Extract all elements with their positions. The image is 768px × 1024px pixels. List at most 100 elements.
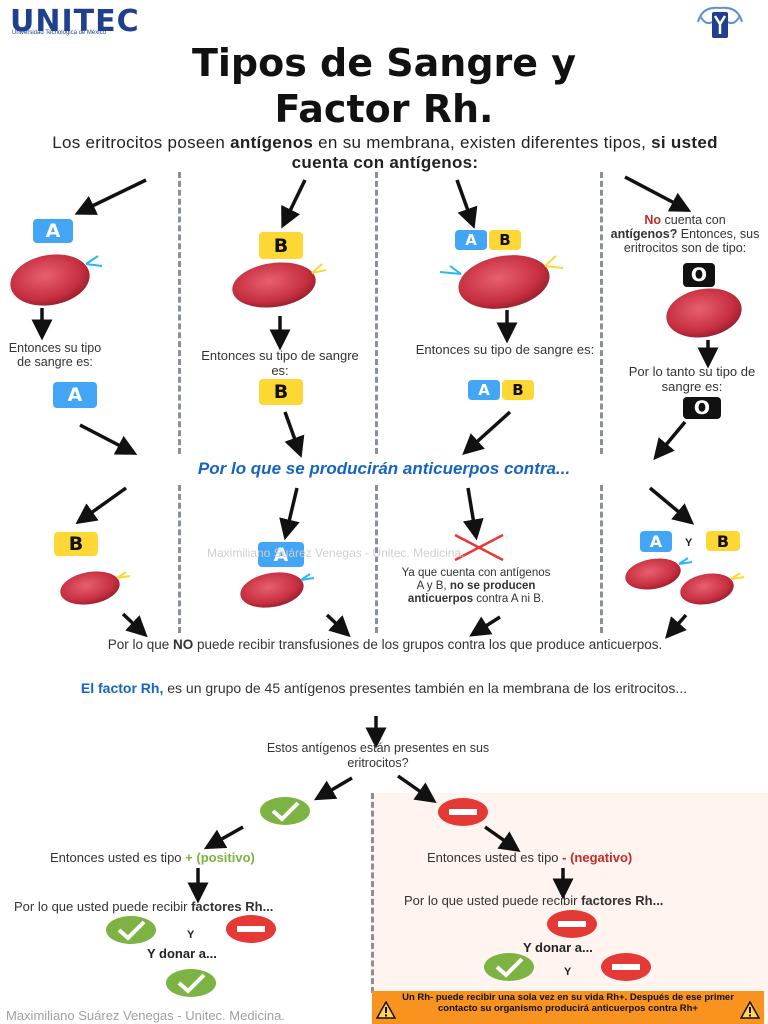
rh-positive-donate: Y donar a... bbox=[147, 946, 217, 961]
blood-type-tag-ab-b: B bbox=[502, 380, 534, 400]
rh-negative-sign: - (negativo) bbox=[562, 850, 633, 865]
rh-negative-receive-bold: factores Rh... bbox=[581, 893, 664, 908]
column-ab-result-text: Entonces su tipo de sangre es: bbox=[415, 342, 595, 357]
rh-positive-receive-text: Por lo que usted puede recibir bbox=[14, 899, 192, 914]
rh-positive-sign: + (positivo) bbox=[185, 850, 255, 865]
rh-negative-label: Entonces usted es tipo bbox=[427, 850, 563, 865]
page-title: Tipos de Sangre y Factor Rh. bbox=[0, 40, 768, 132]
warning-icon bbox=[376, 1001, 396, 1019]
unitec-logo-subtitle: Universidad Tecnológica de México bbox=[12, 30, 106, 36]
separator-rh bbox=[371, 793, 374, 993]
antibody-tag-b: B bbox=[54, 532, 98, 556]
column-o-text2: Entonces, sus eritrocitos son de tipo: bbox=[623, 227, 760, 255]
separator-6 bbox=[600, 485, 603, 633]
footer-credit: Maximiliano Suárez Venegas - Unitec. Med… bbox=[6, 1008, 285, 1023]
rh-positive-receive: Por lo que usted puede recibir factores … bbox=[14, 899, 374, 914]
warning-icon bbox=[740, 1001, 760, 1019]
column-a-result-text: Entonces su tipo de sangre es: bbox=[8, 341, 102, 369]
antibody-tag-o-b: B bbox=[706, 531, 740, 551]
red-blood-cell-antibody-a bbox=[240, 572, 315, 608]
rh-negative-receive: Por lo que usted puede recibir factores … bbox=[404, 893, 764, 908]
antigen-tag-o: O bbox=[683, 263, 715, 287]
blood-type-tag-ab-a: A bbox=[468, 380, 500, 400]
antibodies-heading: Por lo que se producirán anticuerpos con… bbox=[197, 459, 571, 478]
transfusion-part-2: puede recibir transfusiones de los grupo… bbox=[193, 637, 663, 652]
arrow-to-a bbox=[74, 178, 147, 215]
transfusion-text: Por lo que NO puede recibir transfusione… bbox=[30, 637, 740, 652]
blood-type-tag-a: A bbox=[53, 382, 97, 408]
blood-type-tag-o: O bbox=[683, 397, 721, 419]
minus-icon-receive-neg bbox=[547, 910, 597, 938]
column-o-question: No cuenta con antígenos? Entonces, sus e… bbox=[610, 213, 760, 255]
check-icon-rh-yes bbox=[260, 797, 310, 825]
unitec-logo: UNITEC bbox=[10, 4, 140, 39]
red-blood-cell-b bbox=[232, 262, 327, 308]
red-blood-cell-a bbox=[10, 254, 103, 306]
column-b-result-text: Entonces su tipo de sangre es: bbox=[201, 348, 359, 378]
rh-notice-banner: Un Rh- puede recibir una sola vez en su … bbox=[372, 991, 764, 1024]
red-blood-cell-antibody-o-a bbox=[625, 557, 693, 590]
ab-text-2: contra A ni B. bbox=[473, 593, 545, 605]
check-icon-receive-1 bbox=[106, 916, 156, 944]
rh-positive-receive-bold: factores Rh... bbox=[191, 899, 274, 914]
red-blood-cell-ab bbox=[439, 255, 564, 309]
rh-notice-text: Un Rh- puede recibir una sola vez en su … bbox=[402, 992, 734, 1014]
transfusion-part-1: Por lo que bbox=[107, 637, 173, 652]
minus-icon-donate-neg bbox=[601, 953, 651, 981]
antigen-tag-ab-a: A bbox=[455, 230, 487, 250]
intro-bold-1: antígenos bbox=[230, 133, 314, 152]
rh-question: Estos antígenos están presentes en sus e… bbox=[266, 741, 490, 770]
red-blood-cell-antibody-o-b bbox=[680, 572, 745, 605]
separator-5 bbox=[375, 485, 378, 633]
rh-negative-y: Y bbox=[564, 966, 572, 978]
rh-negative-donate: Y donar a... bbox=[523, 940, 593, 955]
column-o-text1: cuenta con bbox=[661, 213, 726, 227]
arrow-to-o bbox=[624, 175, 692, 212]
rh-intro-text: El factor Rh, es un grupo de 45 antígeno… bbox=[20, 680, 748, 696]
university-seal-icon bbox=[697, 6, 743, 38]
separator-4 bbox=[178, 485, 181, 633]
rh-positive-y: Y bbox=[187, 929, 195, 941]
antigen-tag-a: A bbox=[33, 219, 73, 243]
blood-type-tag-ab: A B bbox=[468, 380, 534, 400]
antigen-tag-ab: A B bbox=[455, 230, 521, 250]
column-o-bold: antígenos? bbox=[610, 227, 678, 241]
separator-2 bbox=[375, 172, 378, 454]
column-o-result-text: Por lo tanto su tipo de sangre es: bbox=[628, 364, 756, 394]
separator-3 bbox=[600, 172, 603, 454]
minus-icon-receive-1 bbox=[226, 915, 276, 943]
ab-no-antibodies-text: Ya que cuenta con antígenos A y B, no se… bbox=[400, 567, 552, 606]
rh-negative-text: Entonces usted es tipo - (negativo) bbox=[427, 850, 757, 865]
watermark-text: Maximiliano Suárez Venegas - Unitec. Med… bbox=[207, 546, 465, 560]
antigen-tag-b: B bbox=[259, 232, 303, 259]
separator-1 bbox=[178, 172, 181, 454]
intro-part-2: en su membrana, existen diferentes tipos… bbox=[313, 133, 652, 152]
antibody-tag-a: A bbox=[258, 542, 304, 567]
check-icon-donate bbox=[166, 969, 216, 997]
intro-bold-2: si usted cuenta con antígenos: bbox=[291, 133, 718, 172]
ab-text-bold: no se producen anticuerpos bbox=[407, 580, 536, 605]
title-line-1: Tipos de Sangre y bbox=[191, 41, 577, 85]
antibody-tag-o-a: A bbox=[640, 531, 672, 552]
minus-icon-rh-no bbox=[438, 798, 488, 826]
arrow-to-b bbox=[281, 179, 307, 229]
rh-intro-bold: El factor Rh, bbox=[80, 680, 164, 696]
intro-part-1: Los eritrocitos poseen bbox=[52, 133, 231, 152]
ab-text-1: Ya que cuenta con antígenos A y B, bbox=[401, 567, 551, 592]
antibody-tag-o-y: Y bbox=[685, 537, 693, 549]
check-icon-donate-neg bbox=[484, 953, 534, 981]
transfusion-bold: NO bbox=[173, 637, 194, 652]
column-o-no: No bbox=[644, 213, 662, 227]
rh-negative-receive-text: Por lo que usted puede recibir bbox=[404, 893, 582, 908]
red-blood-cell-o bbox=[666, 288, 742, 338]
red-blood-cell-antibody-b bbox=[60, 571, 131, 605]
rh-positive-label: Entonces usted es tipo bbox=[50, 850, 186, 865]
rh-negative-background bbox=[371, 793, 768, 1024]
intro-text: Los eritrocitos poseen antígenos en su m… bbox=[40, 133, 730, 173]
blood-type-tag-b: B bbox=[259, 379, 303, 405]
title-line-2: Factor Rh. bbox=[274, 87, 494, 131]
rh-intro-rest: es un grupo de 45 antígenos presentes ta… bbox=[163, 680, 688, 696]
cross-icon bbox=[454, 533, 504, 562]
rh-positive-text: Entonces usted es tipo + (positivo) bbox=[50, 850, 350, 865]
